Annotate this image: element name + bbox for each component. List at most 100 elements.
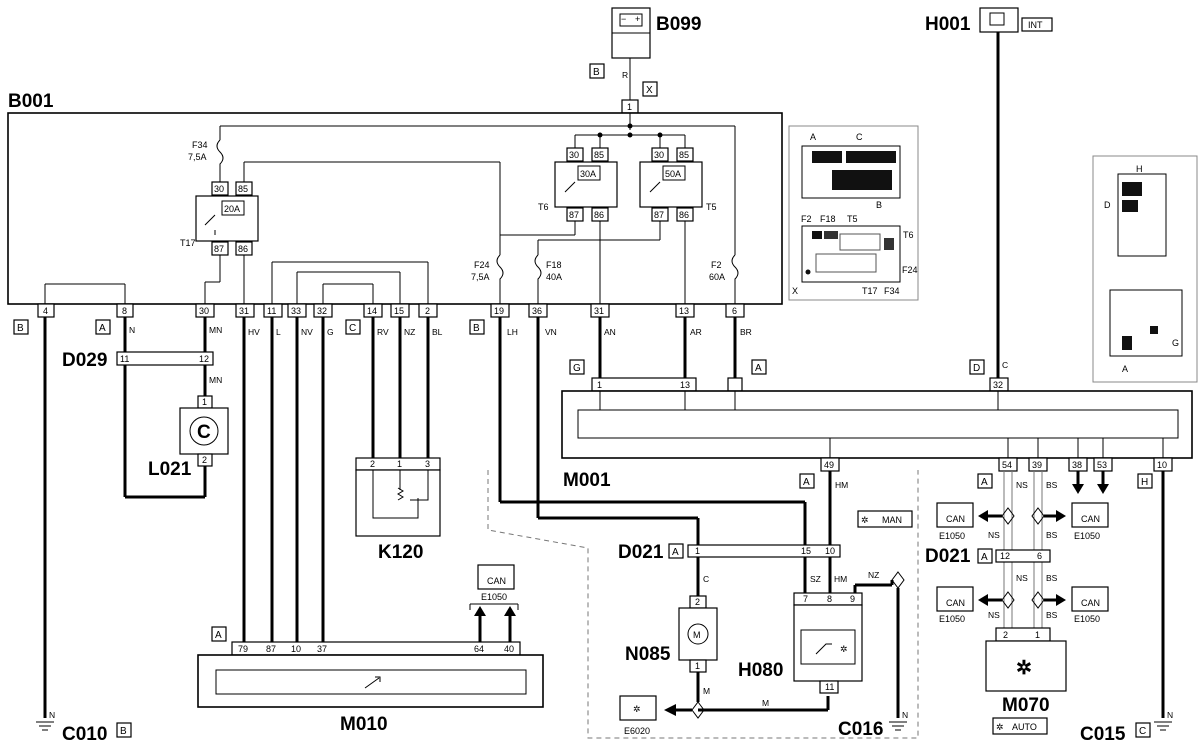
svg-text:1: 1 (202, 397, 207, 407)
svg-text:10: 10 (825, 546, 835, 556)
t17-label: T17 (180, 238, 196, 248)
svg-text:BL: BL (432, 327, 443, 337)
svg-text:T17: T17 (862, 286, 878, 296)
m070-blower: 2 1 ✲ M070 ✲ AUTO (985, 627, 1067, 735)
svg-text:1: 1 (597, 380, 602, 390)
d029-connector (116, 351, 214, 366)
svg-text:✲: ✲ (1016, 658, 1032, 679)
svg-text:15: 15 (394, 306, 404, 316)
k120-label: K120 (378, 542, 423, 563)
wire-r-label: R (622, 70, 628, 80)
int-badge: INT (1028, 20, 1043, 30)
svg-text:MN: MN (209, 325, 222, 335)
svg-text:BS: BS (1046, 610, 1058, 620)
svg-text:87: 87 (266, 644, 276, 654)
t5-relay: 30 85 50A 87 86 T5 (639, 147, 717, 222)
svg-text:CAN: CAN (946, 598, 965, 608)
svg-text:30: 30 (654, 150, 664, 160)
svg-text:C: C (703, 574, 709, 584)
svg-text:1: 1 (397, 459, 402, 469)
auto-badge (992, 717, 1048, 735)
c016-label: C016 (838, 719, 883, 740)
svg-text:32: 32 (317, 306, 327, 316)
l021-label: L021 (148, 459, 192, 480)
svg-text:8: 8 (122, 306, 127, 316)
svg-text:D: D (1104, 200, 1111, 210)
svg-text:85: 85 (679, 150, 689, 160)
svg-text:31: 31 (594, 306, 604, 316)
svg-text:B: B (876, 200, 882, 210)
svg-text:E6020: E6020 (624, 726, 650, 736)
svg-text:10: 10 (291, 644, 301, 654)
svg-text:F34: F34 (884, 286, 900, 296)
connector-b-mid: B (473, 323, 480, 334)
svg-text:7: 7 (803, 594, 808, 604)
svg-text:NS: NS (988, 530, 1000, 540)
m010-label: M010 (340, 714, 388, 735)
svg-text:30: 30 (199, 306, 209, 316)
svg-text:G: G (327, 327, 334, 337)
svg-text:9: 9 (850, 594, 855, 604)
m010-module: 79 87 10 37 64 40 M010 (197, 641, 544, 735)
svg-text:12: 12 (199, 354, 209, 364)
k120-sensor: 2 1 3 K120 (355, 457, 441, 563)
c010-label: C010 (62, 724, 107, 743)
f2-value: 60A (709, 272, 725, 282)
d021a-connector (687, 544, 841, 558)
svg-text:30: 30 (569, 150, 579, 160)
f34-value: 7,5A (188, 152, 207, 162)
connector-d: D (973, 363, 980, 374)
svg-text:13: 13 (680, 380, 690, 390)
f24-label: F24 (474, 260, 490, 270)
svg-text:87: 87 (569, 210, 579, 220)
svg-text:1: 1 (695, 661, 700, 671)
svg-text:37: 37 (317, 644, 327, 654)
svg-text:64: 64 (474, 644, 484, 654)
d021a-label: D021 (618, 542, 664, 563)
b099-battery: − + B099 (611, 7, 701, 59)
svg-text:A: A (1122, 364, 1128, 374)
connector-b-left: B (17, 323, 24, 334)
svg-text:CAN: CAN (946, 514, 965, 524)
svg-text:BS: BS (1046, 480, 1058, 490)
svg-text:86: 86 (594, 210, 604, 220)
svg-text:86: 86 (679, 210, 689, 220)
svg-text:CAN: CAN (1081, 598, 1100, 608)
t5-rating: 50A (665, 169, 681, 179)
svg-text:T5: T5 (847, 214, 858, 224)
t6-relay: 30 85 30A 87 86 T6 (538, 147, 618, 222)
connector-g: G (573, 363, 581, 374)
svg-text:AN: AN (604, 327, 616, 337)
svg-text:79: 79 (238, 644, 248, 654)
svg-text:31: 31 (239, 306, 249, 316)
svg-text:14: 14 (367, 306, 377, 316)
svg-text:12: 12 (1000, 551, 1010, 561)
m001-module: 1 13 32 49 54 39 38 53 10 M001 (561, 377, 1193, 491)
connector-c-k120: C (349, 323, 356, 334)
svg-text:+: + (635, 14, 640, 24)
f18-value: 40A (546, 272, 562, 282)
svg-text:2: 2 (695, 597, 700, 607)
svg-text:NS: NS (988, 610, 1000, 620)
t17-rating: 20A (224, 204, 240, 214)
inset-fusebox-location: A C B F2 F18 T5 T6 F24 X T17 F34 (788, 125, 919, 301)
svg-text:2: 2 (370, 459, 375, 469)
svg-text:RV: RV (377, 327, 389, 337)
svg-text:VN: VN (545, 327, 557, 337)
h001-label: H001 (925, 14, 971, 35)
svg-text:54: 54 (1002, 460, 1012, 470)
n085-motor: 2 M 1 N085 (625, 595, 718, 673)
svg-text:NZ: NZ (868, 570, 879, 580)
svg-text:BS: BS (1046, 573, 1058, 583)
svg-text:N: N (902, 710, 908, 720)
svg-text:87: 87 (654, 210, 664, 220)
connector-a-m001b: A (803, 477, 810, 488)
t6-rating: 30A (580, 169, 596, 179)
svg-text:1: 1 (1035, 630, 1040, 640)
b001-bottom-pins: 4 8 30 31 11 33 32 14 15 2 19 36 31 13 6 (37, 303, 745, 318)
h080-label: H080 (738, 660, 783, 681)
svg-text:6: 6 (1037, 551, 1042, 561)
svg-text:✲: ✲ (861, 515, 869, 525)
m070-label: M070 (1002, 695, 1050, 716)
